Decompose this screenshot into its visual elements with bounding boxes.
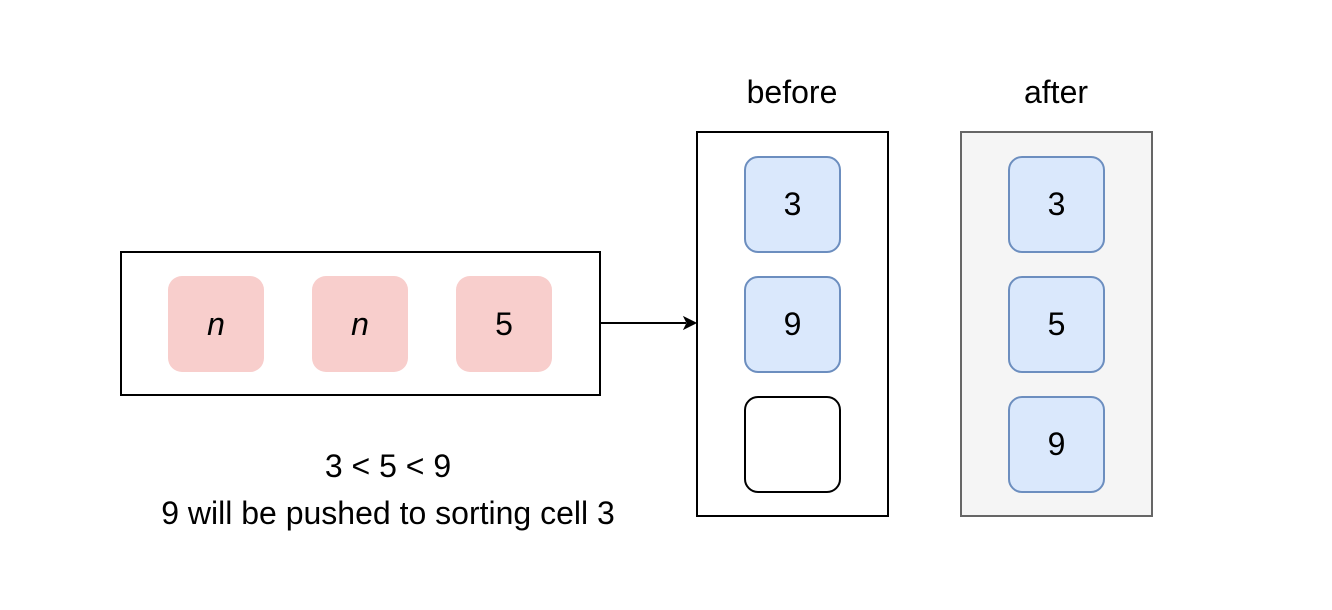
after-cell-3: 9 xyxy=(1008,396,1105,493)
explanation-caption: 9 will be pushed to sorting cell 3 xyxy=(161,495,615,531)
after-heading: after xyxy=(1023,74,1089,110)
before-heading: before xyxy=(746,74,838,110)
after-cell-1: 3 xyxy=(1008,156,1105,253)
before-cell-3-empty xyxy=(744,396,841,493)
input-cell-3: 5 xyxy=(456,276,552,372)
comparison-caption: 3 < 5 < 9 xyxy=(324,448,452,484)
arrow-head xyxy=(682,315,698,331)
after-cell-2: 5 xyxy=(1008,276,1105,373)
input-cell-2: n xyxy=(312,276,408,372)
before-cell-1: 3 xyxy=(744,156,841,253)
input-cell-1: n xyxy=(168,276,264,372)
before-cell-2: 9 xyxy=(744,276,841,373)
